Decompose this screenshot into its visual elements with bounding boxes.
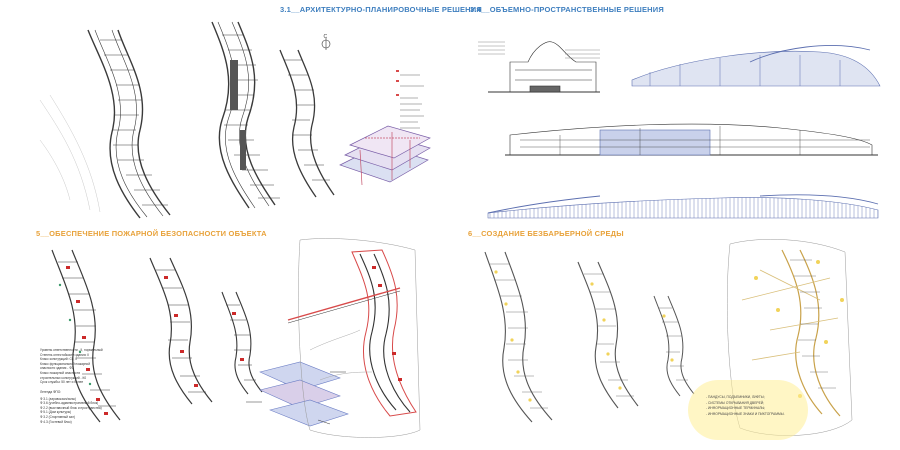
fire-plan-1 <box>51 249 121 423</box>
floor-plan-3 <box>279 49 335 198</box>
fire-note: Класс пожарной опасности <box>40 370 81 375</box>
axonometric-3d <box>339 125 431 186</box>
heading-architectural: 3.1__АРХИТЕКТУРНО-ПЛАНИРОВОЧНЫЕ РЕШЕНИЯ <box>280 5 482 14</box>
heading-fire-safety: 5__ОБЕСПЕЧЕНИЕ ПОЖАРНОЙ БЕЗОПАСНОСТИ ОБЪ… <box>36 229 267 238</box>
fire-axonometric <box>246 361 349 427</box>
fire-legend-item: Ф 5.1 (Дом культуры) <box>40 410 72 415</box>
fire-safety-notes: Уровень ответственности - II, нормальный… <box>40 348 103 385</box>
fire-legend-item: Ф 3.6 (учебно-административный блок) <box>40 401 99 406</box>
fire-legend-item: Ф 2.2 (выставочный блок и пространства) <box>40 405 102 410</box>
fire-plan-3 <box>221 291 263 395</box>
access-plan-1 <box>484 251 553 423</box>
plan-legend-swatches <box>396 70 424 129</box>
fire-note: Класс функциональной пожарной <box>40 361 90 366</box>
fire-note: Срок службы: 50 лет и более <box>40 380 84 385</box>
site-contours-1 <box>39 94 101 213</box>
fire-note: Класс конструкций: С0, 0 <box>40 357 78 362</box>
heading-volumetric: 3.4__ОБЪЕМНО-ПРОСТРАНСТВЕННЫЕ РЕШЕНИЯ <box>470 5 664 14</box>
heading-barrier-free: 6__СОЗДАНИЕ БЕЗБАРЬЕРНОЙ СРЕДЫ <box>468 229 624 238</box>
fire-site-plan <box>287 238 421 438</box>
fire-legend-item: Ф 3.1 (аэровокзал/залы) <box>40 396 76 401</box>
fire-note: строительных конструкций - К0 <box>40 375 87 380</box>
barrier-free-item: - ПАНДУСЫ, ПОДЪЕМНИКИ, ЛИФТЫ; <box>706 395 765 399</box>
access-plan-2 <box>577 261 639 409</box>
fire-plan-2 <box>149 257 213 405</box>
barrier-free-callout: - ПАНДУСЫ, ПОДЪЕМНИКИ, ЛИФТЫ; - СИСТЕМЫ … <box>688 380 808 440</box>
fire-note: Степень огнестойкости здания: II <box>40 352 90 357</box>
fire-legend-item: Ф 3.2 (Спортивный зал) <box>40 414 75 419</box>
fire-legend-item: Ф 4.3 (Гостевой блок) <box>40 419 72 424</box>
floor-plan-2 <box>211 21 280 209</box>
cross-section <box>478 41 600 93</box>
barrier-free-item: - ИНФОРМАЦИОННЫЕ ТЕРМИНАЛЫ; <box>706 406 766 411</box>
fire-legend-title: Легенда ФПО: <box>40 390 62 394</box>
barrier-free-item: - СИСТЕМЫ ОТКРЫВАНИЯ ДВЕРЕЙ; <box>706 400 765 405</box>
fire-note: опасности здания - Ф3 <box>40 366 74 371</box>
fire-safety-legend: Легенда ФПО: Ф 3.1 (аэровокзал/залы) Ф 3… <box>40 390 102 424</box>
facade-perspective <box>631 45 881 87</box>
long-section <box>505 123 878 156</box>
svg-text:С: С <box>324 34 328 40</box>
access-plan-3 <box>653 295 695 397</box>
side-elevation <box>487 194 879 219</box>
fire-note: Уровень ответственности - II, нормальный <box>40 348 103 352</box>
barrier-free-item: - ИНФОРМАЦИОННЫЕ ЗНАКИ И ПИКТОГРАММЫ. <box>706 411 785 416</box>
floor-plan-1 <box>87 29 171 219</box>
north-arrow-icon: С <box>321 34 331 50</box>
